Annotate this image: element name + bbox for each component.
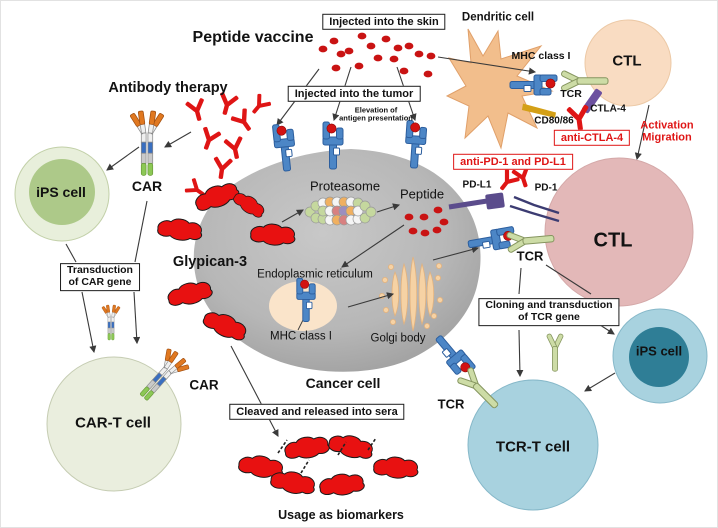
car-t-cell-label: CAR-T cell [75,414,151,432]
glypican3-blob [372,454,420,481]
antibody-icon [246,91,273,119]
antibody-icon [196,125,223,153]
ctl-main-label: CTL [593,229,633,252]
cleaved-glypican3-blobs [236,430,420,498]
ctl-top-label: CTL [612,52,642,70]
glypican3-blob [156,215,204,244]
cloning-tcr-box: Cloning and transduction of TCR gene [478,298,620,326]
car-gene-icon [102,305,121,340]
car-receptor-icon [130,111,164,176]
injected-tumor-box: Injected into the tumor [287,85,421,103]
antibody-icon [184,96,210,124]
anti-pd1-antibody-icon [493,167,522,196]
tcr-gene-icon [545,332,565,372]
pd1-molecule [509,195,560,223]
proteasome-shape [304,196,377,226]
pdl1-molecule [448,192,505,210]
ips-cell-left-shape [14,146,110,242]
antibody-icon [222,135,247,161]
transduction-car-box: Transduction of CAR gene [60,263,140,291]
mhc-class-i-er-label: MHC class I [270,330,332,343]
anti-pd1-pdl1-box: anti-PD-1 and PD-L1 [453,153,573,171]
flow-arrows [65,56,650,437]
cancer-cell-label: Cancer cell [305,375,381,392]
dendritic-cell-label: Dendritic cell [461,11,535,24]
peptide-vaccine-label: Peptide vaccine [192,28,314,46]
vaccine-peptide-dots [318,32,436,78]
ctla4-label: CTLA-4 [590,103,626,115]
cleaved-sera-box: Cleaved and released into sera [229,403,405,421]
pdl1-label: PD-L1 [462,179,492,191]
mhc-class-i-top-label: MHC class I [511,50,571,63]
cd80-86-molecule [521,103,557,118]
pd1-label: PD-1 [534,182,558,194]
cancer-cell-body [193,149,481,372]
anti-ctla4-box: anti-CTLA-4 [553,129,631,147]
tcr-t-cell-label: TCR-T cell [495,438,571,456]
activation-migration-note: Activation Migration [640,119,694,144]
proteasome-label: Proteasome [309,178,381,194]
golgi-body-shape [379,256,443,332]
car-top-label: CAR [131,178,163,195]
injected-skin-box: Injected into the skin [322,13,446,31]
ips-cell-left-label: iPS cell [36,184,86,201]
ips-cell-right-shape [612,308,708,404]
tcr-t-cell-shape [467,379,599,511]
glypican3-blob [326,430,376,463]
antibody-icon [210,155,234,181]
glypican3-blob [318,471,366,498]
car-bottom-label: CAR [189,377,219,393]
antibody-therapy-label: Antibody therapy [108,79,228,96]
tcr-bottom-label: TCR [437,396,465,412]
tcr-mid-label: TCR [516,248,544,264]
glypican3-blob [282,433,331,462]
dendritic-cell-shape [445,28,554,150]
elevation-note: Elevation of antigen presentation [339,105,413,123]
ips-cell-right-label: iPS cell [635,343,683,359]
peptide-label: Peptide [399,186,445,202]
tcr-top-label: TCR [560,88,582,101]
er-label: Endoplasmic reticulum [257,268,373,281]
glypican3-label: Glypican-3 [172,253,248,270]
cd80-86-label: CD80/86 [534,115,574,127]
usage-biomarkers-label: Usage as biomarkers [278,507,404,522]
golgi-body-label: Golgi body [370,332,426,345]
